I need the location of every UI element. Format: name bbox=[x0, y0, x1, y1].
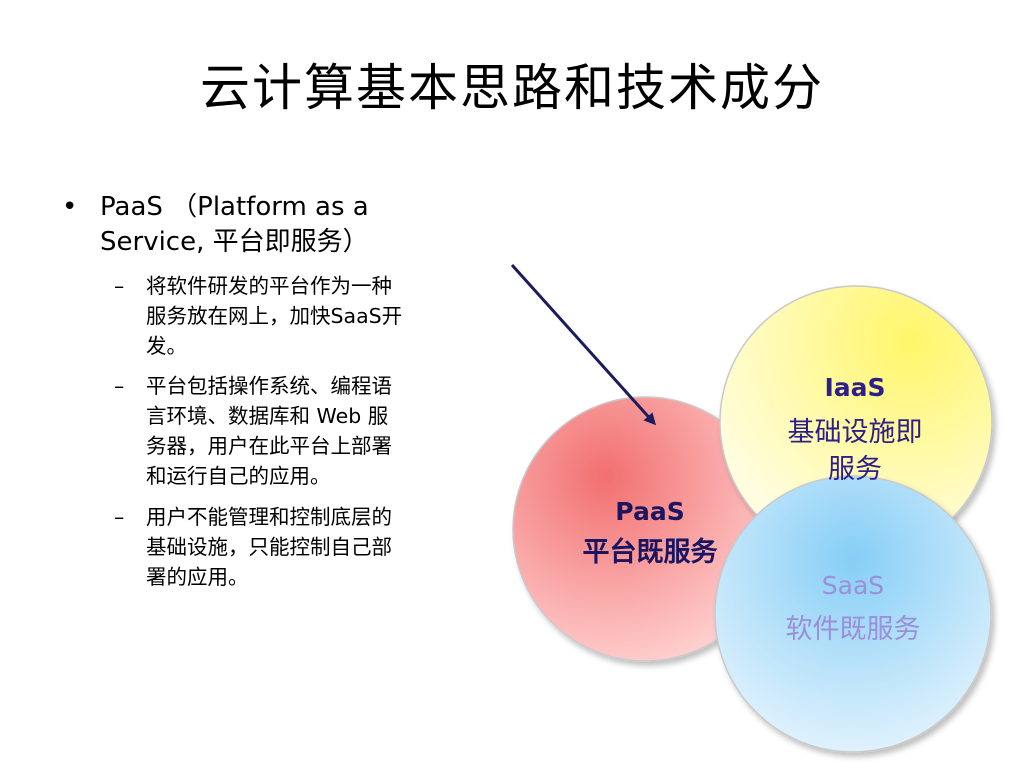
sub-bullet-line: 发。 bbox=[146, 333, 187, 358]
iaas-desc-line-1: 基础设施即 bbox=[788, 417, 923, 448]
bullet-text-line-2: Service, 平台即服务） bbox=[100, 227, 369, 258]
iaas-name: IaaS bbox=[824, 373, 885, 402]
bullet-marker: • bbox=[62, 192, 78, 222]
saas-name: SaaS bbox=[822, 571, 884, 600]
sub-bullet-line: 服务放在网上，加快SaaS开 bbox=[146, 303, 403, 328]
sub-bullet-line: 基础设施，只能控制自己部 bbox=[146, 534, 392, 559]
sub-bullet-line: 用户不能管理和控制底层的 bbox=[146, 504, 392, 529]
iaas-desc-line-2: 服务 bbox=[828, 454, 882, 485]
paas-name: PaaS bbox=[615, 497, 684, 526]
paas-desc: 平台既服务 bbox=[583, 536, 718, 568]
pointer-arrow bbox=[510, 263, 657, 426]
dash-marker: – bbox=[114, 504, 125, 529]
slide-title: 云计算基本思路和技术成分 bbox=[200, 59, 824, 117]
saas-circle bbox=[714, 475, 992, 753]
sub-bullet-item: – 平台包括操作系统、编程语 言环境、数据库和 Web 服 务器，用户在此平台上… bbox=[62, 371, 507, 492]
sub-bullet-list: – 将软件研发的平台作为一种 服务放在网上，加快SaaS开 发。 – 平台包括操… bbox=[62, 271, 507, 592]
sub-bullet-line: 署的应用。 bbox=[146, 564, 249, 589]
sub-bullet-item: – 用户不能管理和控制底层的 基础设施，只能控制自己部 署的应用。 bbox=[62, 502, 507, 592]
bullet-paas: • PaaS （Platform as a Service, 平台即服务） bbox=[62, 190, 507, 261]
sub-bullet-line: 将软件研发的平台作为一种 bbox=[146, 273, 392, 298]
dash-marker: – bbox=[114, 374, 125, 399]
bullet-content: • PaaS （Platform as a Service, 平台即服务） – … bbox=[62, 190, 507, 602]
sub-bullet-line: 言环境、数据库和 Web 服 bbox=[146, 404, 389, 429]
sub-bullet-line: 和运行自己的应用。 bbox=[146, 464, 331, 489]
saas-desc: 软件既服务 bbox=[786, 614, 921, 645]
sub-bullet-item: – 将软件研发的平台作为一种 服务放在网上，加快SaaS开 发。 bbox=[62, 271, 507, 361]
dash-marker: – bbox=[114, 273, 125, 298]
sub-bullet-line: 务器，用户在此平台上部署 bbox=[146, 434, 392, 459]
bullet-text-line-1: PaaS （Platform as a bbox=[100, 192, 369, 222]
sub-bullet-line: 平台包括操作系统、编程语 bbox=[146, 374, 392, 399]
